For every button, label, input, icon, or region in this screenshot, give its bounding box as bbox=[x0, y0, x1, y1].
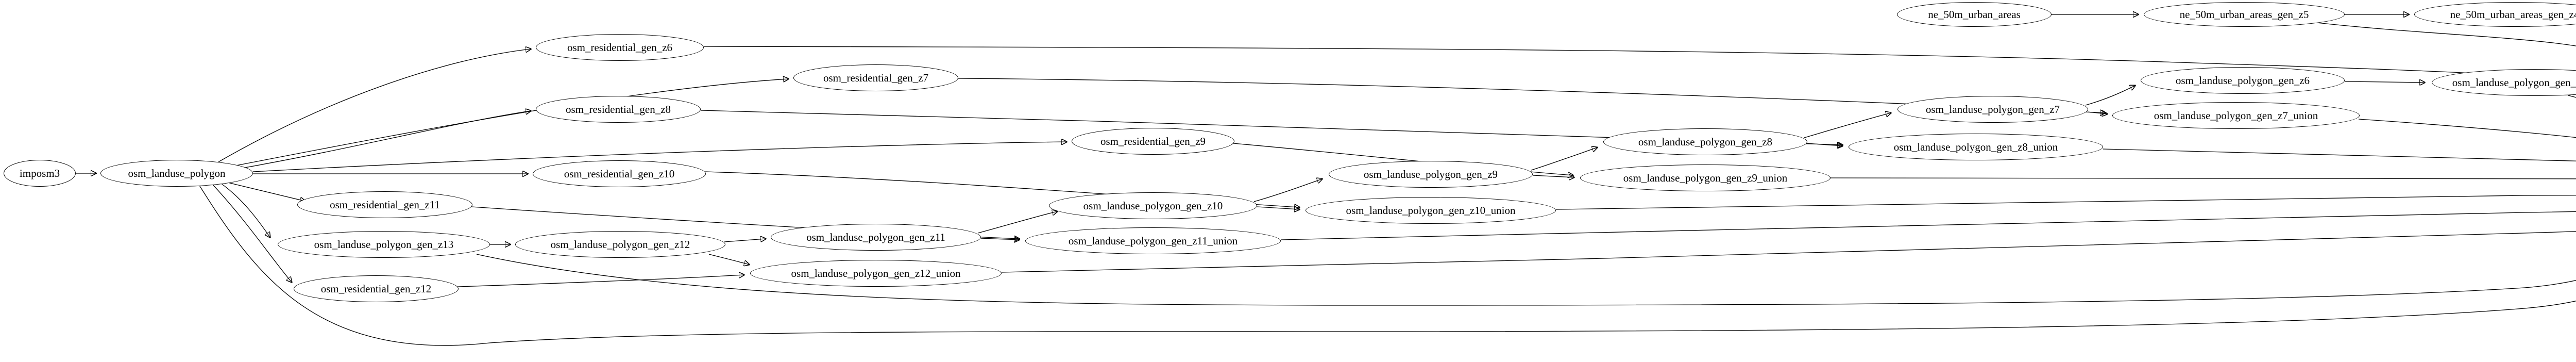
node-label: osm_residential_gen_z8 bbox=[565, 103, 671, 116]
node-osm-landuse-polygon-gen-z7: osm_landuse_polygon_gen_z7 bbox=[1897, 96, 2088, 123]
node-osm-residential-gen-z10: osm_residential_gen_z10 bbox=[533, 160, 706, 187]
edge-ne-gen-z5-to-layer-z5 bbox=[2316, 22, 2576, 46]
node-osm-landuse-polygon-gen-z11-union: osm_landuse_polygon_gen_z11_union bbox=[1025, 227, 1281, 254]
node-label: osm_residential_gen_z11 bbox=[330, 198, 440, 211]
node-label: osm_residential_gen_z6 bbox=[567, 41, 673, 54]
node-osm-residential-gen-z12: osm_residential_gen_z12 bbox=[294, 275, 459, 302]
edge-landuse-polygon-to-layer-z14 bbox=[198, 184, 2576, 346]
node-label: osm_landuse_polygon_gen_z6 bbox=[2175, 74, 2310, 87]
node-ne-50m-urban-areas-gen-z5: ne_50m_urban_areas_gen_z5 bbox=[2144, 2, 2345, 27]
edge-gen-z11-to-gen-z10 bbox=[977, 211, 1057, 234]
edge-landuse-polygon-to-res-z11 bbox=[225, 182, 305, 201]
node-imposm3: imposm3 bbox=[4, 160, 76, 187]
edge-union-z9-to-layer-z9 bbox=[1830, 177, 2576, 179]
node-label: osm_landuse_polygon_gen_z7_union bbox=[2154, 109, 2318, 122]
edge-gen-z8-to-gen-z7 bbox=[1804, 113, 1891, 138]
node-ne-50m-urban-areas: ne_50m_urban_areas bbox=[1897, 2, 2052, 27]
edge-union-z6-to-layer-z6 bbox=[2568, 95, 2576, 98]
node-osm-landuse-polygon-gen-z9-union: osm_landuse_polygon_gen_z9_union bbox=[1580, 164, 1831, 191]
node-label: osm_landuse_polygon_gen_z12 bbox=[550, 238, 690, 251]
node-label: osm_landuse_polygon_gen_z7 bbox=[1925, 103, 2060, 116]
node-label: osm_landuse_polygon_gen_z9_union bbox=[1623, 171, 1788, 184]
node-label: osm_landuse_polygon_gen_z11 bbox=[806, 231, 945, 243]
node-osm-residential-gen-z11: osm_residential_gen_z11 bbox=[297, 191, 472, 218]
edge-union-z8-to-layer-z8 bbox=[2103, 149, 2576, 161]
edge-union-z7-to-layer-z7 bbox=[2358, 119, 2576, 138]
edge-gen-z9-to-gen-z8 bbox=[1531, 147, 1597, 171]
edge-landuse-polygon-to-res-z9 bbox=[252, 142, 1066, 172]
node-osm-landuse-polygon-gen-z12-union: osm_landuse_polygon_gen_z12_union bbox=[750, 260, 1002, 287]
edge-landuse-polygon-to-gen-z13 bbox=[220, 183, 270, 237]
node-label: osm_landuse_polygon_gen_z10 bbox=[1083, 199, 1223, 212]
node-label: osm_landuse_polygon bbox=[128, 167, 226, 179]
edge-gen-z11-to-union-z11 bbox=[980, 238, 1019, 240]
edge-gen-z6-to-union-z6 bbox=[2344, 81, 2425, 83]
node-label: ne_50m_urban_areas_gen_z4 bbox=[2450, 8, 2576, 21]
node-label: osm_residential_gen_z10 bbox=[564, 167, 675, 180]
node-label: osm_landuse_polygon_gen_z6_union bbox=[2452, 76, 2576, 89]
edge-union-z10-to-layer-z10 bbox=[1555, 194, 2576, 210]
node-label: ne_50m_urban_areas_gen_z5 bbox=[2179, 8, 2309, 21]
edge-landuse-polygon-to-res-z8 bbox=[242, 111, 531, 169]
edge-landuse-polygon-to-res-z7 bbox=[235, 79, 788, 166]
edge-landuse-polygon-to-res-z6 bbox=[218, 49, 531, 162]
node-osm-residential-gen-z8: osm_residential_gen_z8 bbox=[536, 96, 701, 123]
node-osm-landuse-polygon-gen-z9: osm_landuse_polygon_gen_z9 bbox=[1329, 161, 1533, 188]
node-label: ne_50m_urban_areas bbox=[1928, 8, 2021, 21]
node-osm-landuse-polygon-gen-z6: osm_landuse_polygon_gen_z6 bbox=[2141, 67, 2345, 94]
node-osm-landuse-polygon-gen-z10-union: osm_landuse_polygon_gen_z10_union bbox=[1306, 197, 1556, 224]
edge-gen-z10-to-union-z10 bbox=[1257, 207, 1299, 209]
node-osm-landuse-polygon-gen-z8-union: osm_landuse_polygon_gen_z8_union bbox=[1849, 134, 2103, 160]
node-label: imposm3 bbox=[19, 167, 60, 179]
node-label: osm_landuse_polygon_gen_z8 bbox=[1638, 135, 1773, 148]
node-label: osm_landuse_polygon_gen_z13 bbox=[314, 238, 454, 251]
edge-gen-z12-to-union-z12 bbox=[708, 254, 749, 265]
edge-res-z12-to-union-z12 bbox=[457, 275, 744, 287]
edge-gen-z12-to-gen-z11 bbox=[724, 239, 766, 242]
node-label: osm_landuse_polygon_gen_z11_union bbox=[1068, 234, 1238, 247]
node-osm-landuse-polygon-gen-z11: osm_landuse_polygon_gen_z11 bbox=[771, 224, 981, 251]
node-osm-landuse-polygon-gen-z13: osm_landuse_polygon_gen_z13 bbox=[278, 231, 490, 258]
node-label: osm_landuse_polygon_gen_z12_union bbox=[791, 267, 961, 279]
node-osm-landuse-polygon-gen-z10: osm_landuse_polygon_gen_z10 bbox=[1049, 192, 1257, 219]
node-label: osm_landuse_polygon_gen_z9 bbox=[1363, 168, 1498, 180]
node-osm-landuse-polygon: osm_landuse_polygon bbox=[100, 160, 253, 187]
edge-gen-z7-to-gen-z6 bbox=[2085, 86, 2135, 106]
node-osm-landuse-polygon-gen-z7-union: osm_landuse_polygon_gen_z7_union bbox=[2112, 102, 2360, 129]
node-osm-residential-gen-z6: osm_residential_gen_z6 bbox=[536, 34, 704, 61]
node-label: osm_residential_gen_z9 bbox=[1100, 135, 1206, 147]
node-label: osm_residential_gen_z12 bbox=[320, 282, 432, 295]
node-osm-residential-gen-z7: osm_residential_gen_z7 bbox=[793, 64, 958, 91]
edge-gen-z10-to-gen-z9 bbox=[1253, 179, 1322, 202]
node-osm-landuse-polygon-gen-z8: osm_landuse_polygon_gen_z8 bbox=[1603, 128, 1807, 155]
node-osm-residential-gen-z9: osm_residential_gen_z9 bbox=[1072, 128, 1234, 155]
node-osm-landuse-polygon-gen-z12: osm_landuse_polygon_gen_z12 bbox=[515, 231, 725, 258]
edge-gen-z13-to-layer-z13 bbox=[476, 254, 2576, 306]
edge-res-z6-to-union-z6 bbox=[703, 46, 2506, 75]
node-label: osm_residential_gen_z7 bbox=[823, 71, 929, 84]
node-label: osm_landuse_polygon_gen_z8_union bbox=[1893, 140, 2058, 153]
edge-landuse-polygon-to-res-z12 bbox=[212, 184, 292, 282]
node-label: osm_landuse_polygon_gen_z10_union bbox=[1346, 204, 1516, 217]
edge-gen-z9-to-union-z9 bbox=[1532, 175, 1574, 177]
node-ne-50m-urban-areas-gen-z4: ne_50m_urban_areas_gen_z4 bbox=[2414, 2, 2576, 27]
